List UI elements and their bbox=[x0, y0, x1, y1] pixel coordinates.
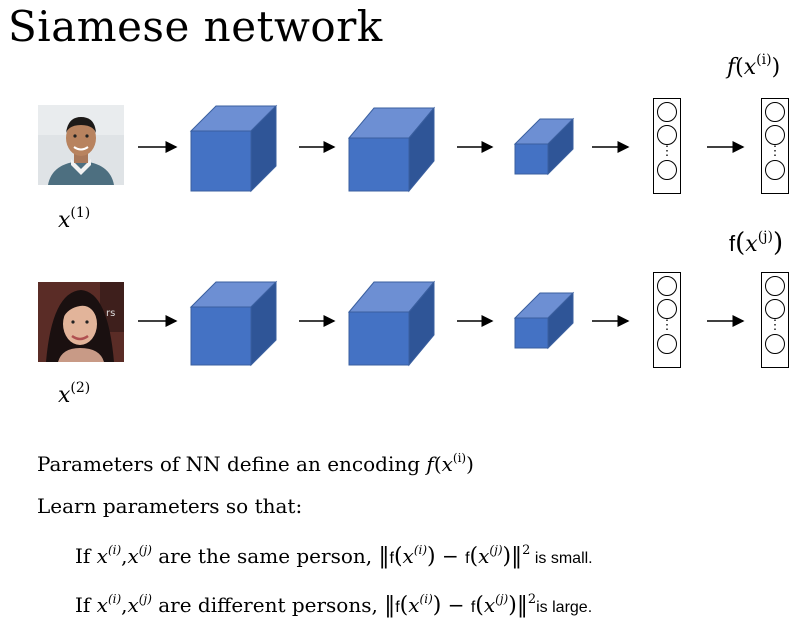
rule1-f2: f bbox=[465, 550, 470, 567]
rule1-sup-i: (i) bbox=[107, 543, 122, 557]
conv-block-2 bbox=[347, 280, 436, 367]
top-output-f: f bbox=[727, 55, 736, 80]
neuron-circle bbox=[657, 125, 677, 145]
bottom-output-x: x bbox=[745, 232, 758, 257]
rule2-sup-j2: (j) bbox=[495, 592, 509, 606]
rule2-square: 2 bbox=[527, 592, 537, 607]
neuron-circle bbox=[657, 299, 677, 319]
input-label-2-var: x bbox=[58, 383, 71, 408]
encoding-description: Parameters of NN define an encoding f(x(… bbox=[37, 451, 474, 476]
rule2-f1: f bbox=[395, 599, 400, 616]
rule1-xj: x bbox=[127, 544, 139, 568]
bottom-output-label: f(x(j)) bbox=[729, 228, 784, 258]
input-label-1-sup: (1) bbox=[70, 205, 91, 221]
vertical-ellipsis-icon: ⋮ bbox=[660, 144, 674, 159]
rule2-xi: x bbox=[96, 593, 108, 617]
feature-vector-bottom-1: ⋮ bbox=[653, 272, 681, 368]
rule1-mid: are the same person, bbox=[151, 544, 379, 568]
rule1-x1: x bbox=[402, 544, 414, 568]
neuron-circle bbox=[765, 125, 785, 145]
neuron-circle bbox=[657, 276, 677, 296]
svg-text:rs: rs bbox=[106, 308, 115, 319]
neuron-circle bbox=[765, 102, 785, 122]
face-photo-2: rs bbox=[38, 282, 124, 362]
rule-different-persons: If x(i),x(j) are different persons, ‖f(x… bbox=[75, 592, 593, 618]
learn-parameters-text: Learn parameters so that: bbox=[37, 494, 303, 518]
rule2-sup-j: (j) bbox=[138, 592, 152, 606]
rule1-sup-i2: (i) bbox=[413, 543, 428, 557]
rule2-x2: x bbox=[483, 593, 496, 617]
conv-block-1 bbox=[189, 280, 278, 367]
feature-vector-top-1: ⋮ bbox=[653, 98, 681, 194]
rule2-minus: − bbox=[447, 593, 465, 617]
vertical-ellipsis-icon: ⋮ bbox=[768, 318, 782, 333]
rule1-comma: , bbox=[121, 544, 128, 568]
rule2-sup-i: (i) bbox=[107, 592, 122, 606]
rule1-x2: x bbox=[478, 544, 490, 568]
vertical-ellipsis-icon: ⋮ bbox=[768, 144, 782, 159]
input-label-2: x(2) bbox=[58, 380, 90, 408]
rule2-tail: is large. bbox=[536, 599, 593, 616]
neuron-circle bbox=[765, 299, 785, 319]
rule1-sup-j: (j) bbox=[138, 543, 152, 557]
encoding-text: Parameters of NN define an encoding bbox=[37, 452, 427, 476]
conv-block-1 bbox=[189, 104, 278, 193]
rule2-mid: are different persons, bbox=[151, 593, 385, 617]
input-label-1-var: x bbox=[58, 208, 71, 233]
encoding-sup: (i) bbox=[452, 451, 467, 465]
input-label-1: x(1) bbox=[58, 205, 90, 233]
conv-block-3 bbox=[513, 291, 575, 350]
rule2-if: If bbox=[75, 593, 97, 617]
conv-block-3 bbox=[513, 117, 575, 176]
encoding-x: x bbox=[441, 452, 453, 476]
neuron-circle bbox=[657, 160, 677, 180]
rule2-sup-i2: (i) bbox=[419, 592, 433, 606]
rule1-minus: − bbox=[441, 544, 459, 568]
rule1-if: If bbox=[75, 544, 97, 568]
neuron-circle bbox=[765, 276, 785, 296]
rule1-f1: f bbox=[389, 550, 394, 567]
bottom-output-sup: (j) bbox=[757, 229, 773, 245]
face-photo-1 bbox=[38, 105, 124, 185]
rule2-f2: f bbox=[470, 599, 476, 616]
feature-vector-bottom-2: ⋮ bbox=[761, 272, 789, 368]
neuron-circle bbox=[765, 334, 785, 354]
rule1-square: 2 bbox=[522, 543, 531, 558]
neuron-circle bbox=[657, 334, 677, 354]
bottom-output-f: f bbox=[729, 231, 736, 256]
input-label-2-sup: (2) bbox=[70, 380, 91, 396]
vertical-ellipsis-icon: ⋮ bbox=[660, 318, 674, 333]
rule-same-person: If x(i),x(j) are the same person, ‖f(x(i… bbox=[75, 543, 593, 569]
page-title: Siamese network bbox=[8, 2, 383, 51]
encoding-f: f bbox=[426, 452, 434, 476]
neuron-circle bbox=[657, 102, 677, 122]
rule2-xj: x bbox=[127, 593, 139, 617]
rule1-sup-j2: (j) bbox=[489, 543, 503, 557]
top-output-sup: (i) bbox=[756, 52, 772, 68]
neuron-circle bbox=[765, 160, 785, 180]
conv-block-2 bbox=[347, 106, 436, 193]
top-output-label: f(x(i)) bbox=[727, 52, 781, 80]
top-output-x: x bbox=[743, 55, 757, 80]
feature-vector-top-2: ⋮ bbox=[761, 98, 789, 194]
rule2-x1: x bbox=[408, 593, 420, 617]
rule2-comma: , bbox=[121, 593, 128, 617]
rule1-tail: is small. bbox=[530, 550, 593, 567]
rule1-xi: x bbox=[96, 544, 108, 568]
